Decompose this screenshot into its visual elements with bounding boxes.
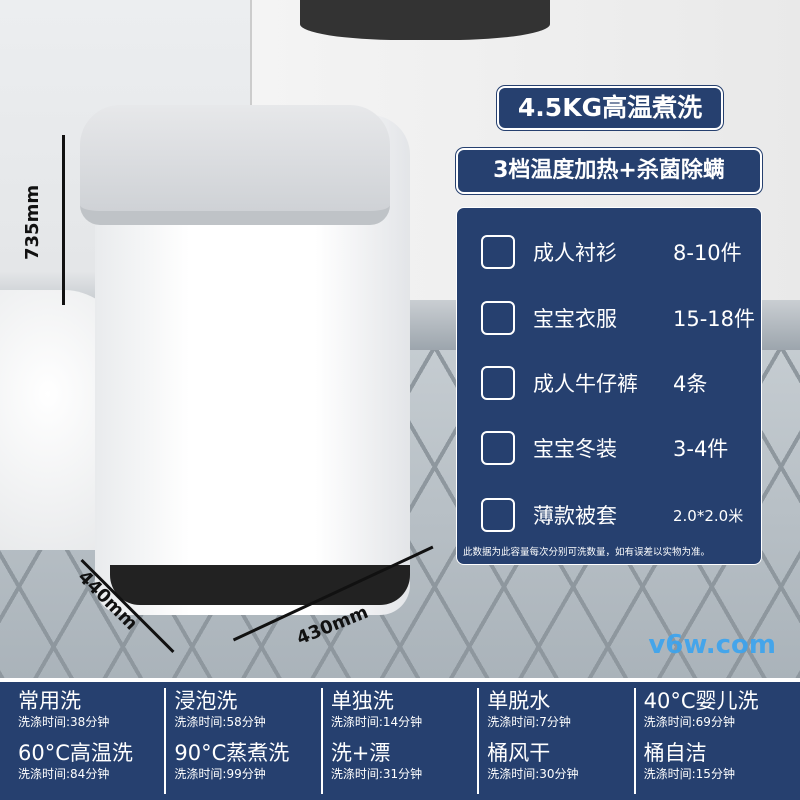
item-qty: 2.0*2.0米 [673,506,744,525]
mode-time: 洗涤时间:14分钟 [330,715,423,729]
washer-lid [80,105,390,225]
wash-mode: 单独洗洗涤时间:14分钟 [331,688,477,740]
washer-base [110,565,410,605]
duvet-cover-icon [481,498,515,532]
mode-time: 洗涤时间:38分钟 [18,715,110,729]
item-qty: 15-18件 [673,307,756,331]
mode-column: 常用洗洗涤时间:38分钟 60°C高温洗洗涤时间:84分钟 [10,688,167,794]
height-arrow [62,135,65,305]
mode-column: 单独洗洗涤时间:14分钟 洗+漂洗涤时间:31分钟 [323,688,480,794]
mode-time: 洗涤时间:69分钟 [643,715,735,729]
mode-name: 单独洗 [330,689,394,713]
capacity-note: 此数据为此容量每次分别可洗数量，如有误差以实物为准。 [463,547,711,558]
height-label: 735mm [22,184,43,260]
mode-name: 60°C高温洗 [18,741,133,765]
item-name: 成人衬衫 [533,241,617,265]
puffer-jacket-icon [481,431,515,465]
mode-time: 洗涤时间:31分钟 [330,767,423,781]
wash-mode: 40°C婴儿洗洗涤时间:69分钟 [644,688,790,740]
item-name: 成人牛仔裤 [533,372,638,396]
mode-column: 单脱水洗涤时间:7分钟 桶风干洗涤时间:30分钟 [479,688,636,794]
jeans-icon [481,366,515,400]
item-name: 宝宝冬装 [533,437,617,461]
sink [300,0,550,40]
wash-mode: 60°C高温洗洗涤时间:84分钟 [18,740,164,792]
mode-name: 桶风干 [487,741,551,765]
wash-mode: 浸泡洗洗涤时间:58分钟 [174,688,320,740]
mode-column: 40°C婴儿洗洗涤时间:69分钟 桶自洁洗涤时间:15分钟 [636,688,790,794]
baby-onesie-icon [481,301,515,335]
capacity-item: 薄款被套 2.0*2.0米 [457,495,761,535]
item-qty: 3-4件 [673,437,729,461]
mode-time: 洗涤时间:30分钟 [487,767,579,781]
mode-name: 单脱水 [487,689,551,713]
wash-mode: 桶自洁洗涤时间:15分钟 [644,740,790,792]
mode-column: 浸泡洗洗涤时间:58分钟 90°C蒸煮洗洗涤时间:99分钟 [166,688,323,794]
wash-mode: 常用洗洗涤时间:38分钟 [18,688,164,740]
watermark: v6w.com [648,630,776,660]
mode-name: 桶自洁 [643,741,707,765]
mode-time: 洗涤时间:15分钟 [643,767,735,781]
item-qty: 8-10件 [673,241,742,265]
capacity-panel: 成人衬衫 8-10件 宝宝衣服 15-18件 成人牛仔裤 4条 宝宝冬装 3-4件 薄款… [456,207,762,565]
mode-name: 90°C蒸煮洗 [174,741,290,765]
mode-name: 40°C婴儿洗 [643,689,759,713]
mode-time: 洗涤时间:84分钟 [18,767,110,781]
mode-time: 洗涤时间:99分钟 [174,767,266,781]
mode-name: 洗+漂 [330,741,391,765]
wash-mode: 单脱水洗涤时间:7分钟 [487,688,633,740]
mode-name: 浸泡洗 [174,689,238,713]
heating-tag: 3档温度加热+杀菌除螨 [456,148,762,194]
item-name: 薄款被套 [533,504,617,528]
mode-time: 洗涤时间:7分钟 [487,715,571,729]
wash-modes: 常用洗洗涤时间:38分钟 60°C高温洗洗涤时间:84分钟 浸泡洗洗涤时间:58… [0,678,800,800]
capacity-item: 宝宝冬装 3-4件 [457,428,761,468]
capacity-tag: 4.5KG高温煮洗 [497,86,723,130]
item-name: 宝宝衣服 [533,307,617,331]
wash-mode: 桶风干洗涤时间:30分钟 [487,740,633,792]
item-qty: 4条 [673,372,708,396]
wash-mode: 90°C蒸煮洗洗涤时间:99分钟 [174,740,320,792]
capacity-item: 成人衬衫 8-10件 [457,232,761,272]
mode-name: 常用洗 [18,689,81,713]
capacity-item: 宝宝衣服 15-18件 [457,298,761,338]
shirt-icon [481,235,515,269]
mode-time: 洗涤时间:58分钟 [174,715,266,729]
wash-mode: 洗+漂洗涤时间:31分钟 [331,740,477,792]
capacity-item: 成人牛仔裤 4条 [457,363,761,403]
